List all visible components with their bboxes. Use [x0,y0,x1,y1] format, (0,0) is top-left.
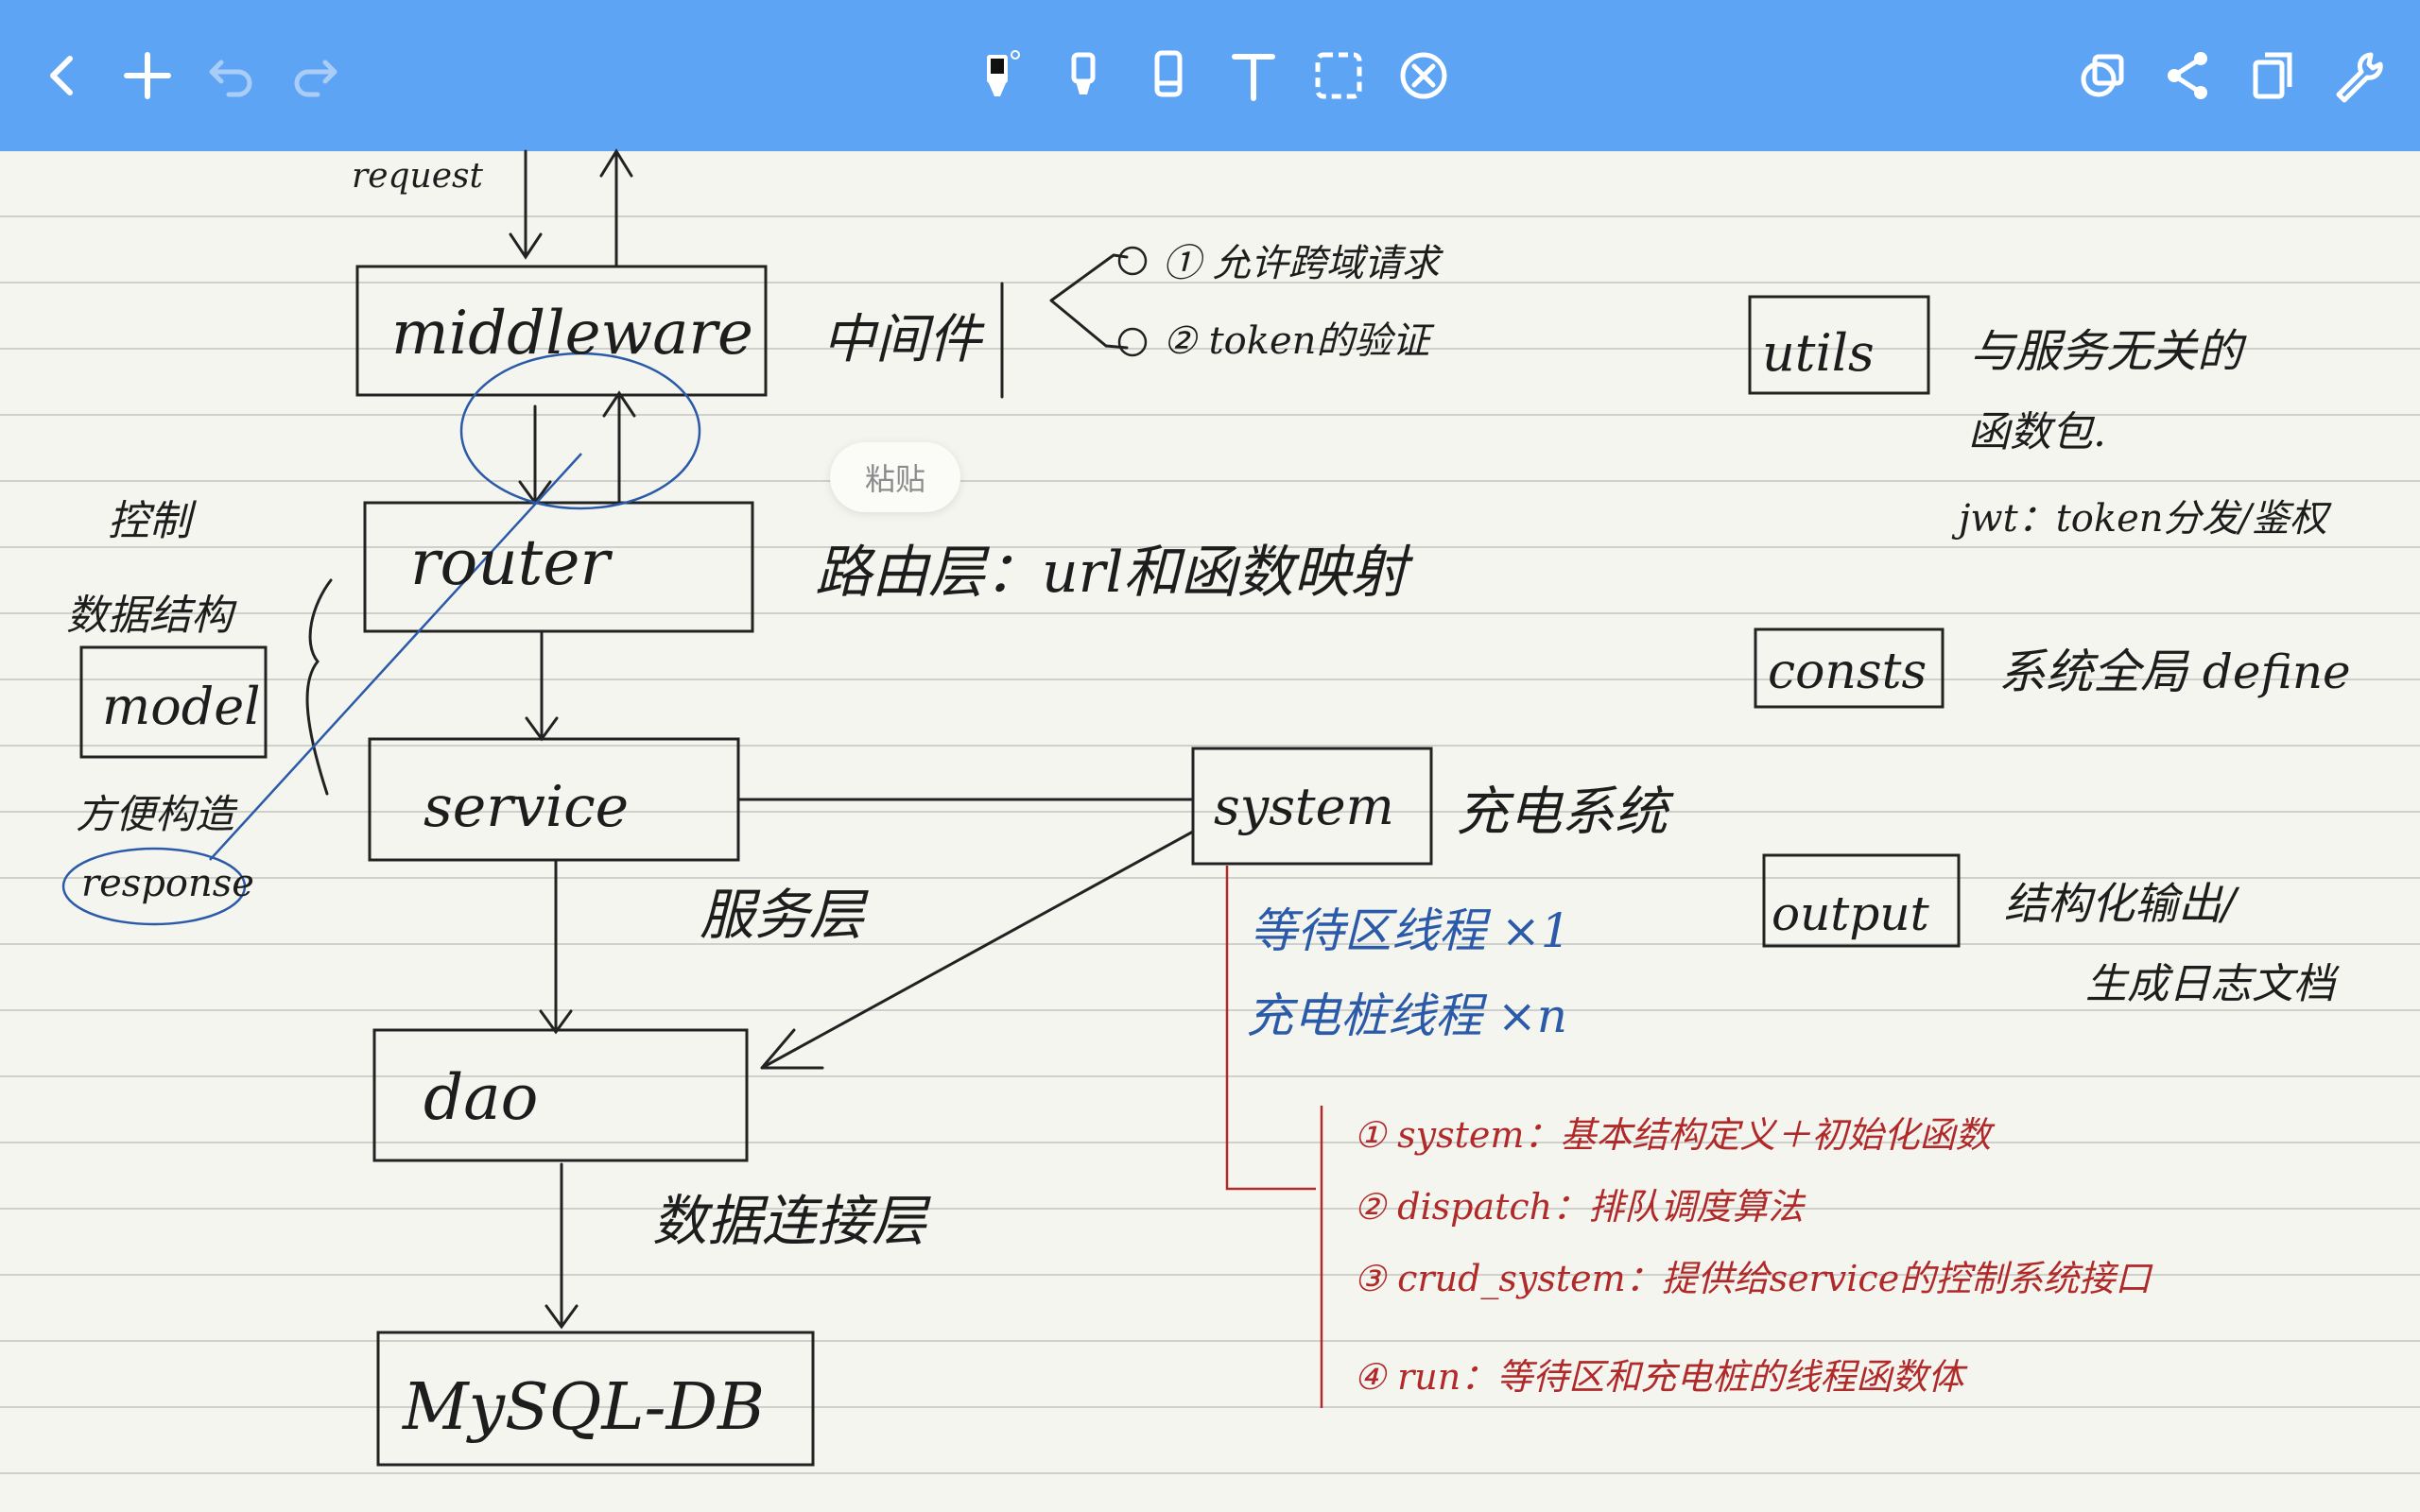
redo-icon[interactable] [280,40,352,112]
paste-button[interactable]: 粘贴 [830,442,960,512]
mw-item-1: ① 允许跨域请求 [1163,242,1444,285]
undo-icon[interactable] [195,40,267,112]
db-box [376,1331,815,1467]
system-module-2: ② dispatch：排队调度算法 [1354,1186,1806,1228]
system-module-4: ④ run：等待区和充电桩的线程函数体 [1354,1356,1968,1398]
utils-label: utils [1762,323,1875,383]
router-cn-label: 路由层：url和函数映射 [815,540,1414,606]
add-icon[interactable] [112,40,183,112]
utils-cn-label: 与服务无关的 [1970,325,2247,378]
dao-box [372,1028,749,1162]
middleware-cn-label: 中间件 [822,309,985,370]
middleware-box [355,265,768,397]
output-label: output [1772,886,1930,941]
waiting-thread-label: 等待区线程 ×1 [1250,903,1571,958]
jwt-label: jwt：token分发/鉴权 [1951,497,2332,541]
data-struct-label: 数据结构 [66,592,237,640]
text-tool-icon[interactable] [1218,40,1289,112]
utils-cn2-label: 函数包. [1968,408,2106,456]
model-label: model [102,677,261,736]
dao-label: dao [424,1061,538,1134]
pages-icon[interactable] [2237,40,2308,112]
system-module-1: ① system：基本结构定义＋初始化函数 [1354,1114,1996,1156]
router-label: router [410,526,613,599]
service-cn-label: 服务层 [700,883,869,947]
close-circle-icon[interactable] [1388,40,1460,112]
output-cn2-label: 生成日志文档 [2085,960,2341,1008]
highlighter-icon[interactable] [1047,40,1119,112]
utils-box [1748,295,1930,395]
request-label: request [352,157,484,196]
note-canvas[interactable] [0,151,2420,1512]
db-label: MySQL-DB [401,1370,765,1445]
output-cn-label: 结构化输出/ [2004,878,2240,929]
output-box [1762,853,1961,948]
charging-thread-label: 充电桩线程 ×n [1246,988,1567,1043]
lasso-select-icon[interactable] [1303,40,1374,112]
consts-box [1754,627,1945,709]
system-module-3: ③ crud_system：提供给service的控制系统接口 [1354,1258,2153,1300]
mw-item-2: ② token的验证 [1163,319,1435,363]
top-toolbar [0,0,2420,151]
consts-label: consts [1768,644,1927,700]
share-icon[interactable] [2152,40,2223,112]
router-box [363,501,754,633]
response-label: response [81,862,254,905]
model-box [79,645,268,759]
service-label: service [424,774,629,840]
control-label: 控制 [108,497,197,545]
layers-icon[interactable] [2066,40,2138,112]
convenient-label: 方便构造 [76,791,238,837]
system-label: system [1214,777,1394,836]
pen-tool-icon[interactable] [962,40,1034,112]
consts-cn-label: 系统全局 define [1998,644,2351,699]
eraser-icon[interactable] [1132,40,1204,112]
dao-cn-label: 数据连接层 [652,1189,931,1253]
middleware-label: middleware [391,299,753,369]
back-icon[interactable] [26,40,98,112]
system-cn-label: 充电系统 [1456,782,1674,843]
system-box [1191,747,1433,866]
settings-wrench-icon[interactable] [2322,40,2394,112]
